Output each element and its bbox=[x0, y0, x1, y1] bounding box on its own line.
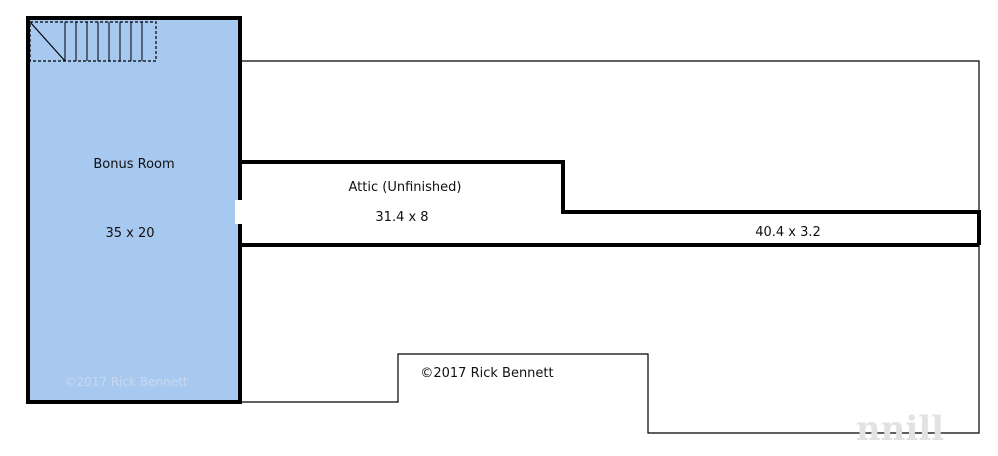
attic-walls bbox=[240, 160, 981, 247]
copyright-watermark: ©2017 Rick Bennett bbox=[64, 375, 187, 389]
copyright-text: ©2017 Rick Bennett bbox=[420, 366, 553, 381]
corner-logo: nnill bbox=[856, 409, 944, 449]
bonus-room-walls bbox=[26, 16, 242, 404]
bonus-room-dimensions: 35 x 20 bbox=[105, 226, 154, 241]
staircase-icon bbox=[29, 21, 157, 62]
upper-outline bbox=[240, 60, 980, 434]
bonus-room-area bbox=[28, 18, 240, 402]
bonus-room-name: Bonus Room bbox=[93, 157, 174, 172]
attic-extension-dimensions: 40.4 x 3.2 bbox=[755, 225, 821, 240]
doorway bbox=[235, 200, 245, 224]
attic-name: Attic (Unfinished) bbox=[349, 180, 462, 195]
attic-dimensions: 31.4 x 8 bbox=[375, 210, 428, 225]
